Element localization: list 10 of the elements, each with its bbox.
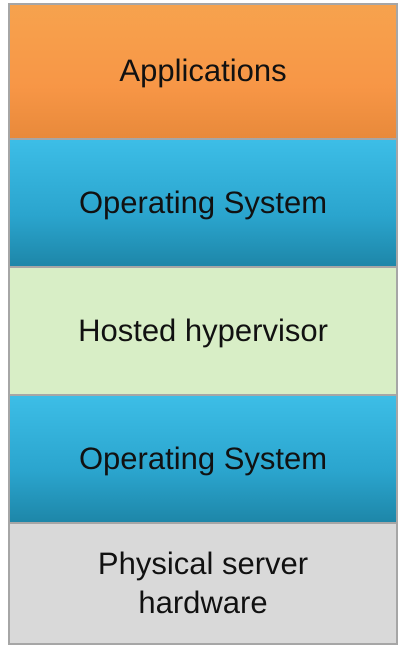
layer-label: Operating System xyxy=(78,440,328,478)
application-layer xyxy=(10,5,396,138)
operating-system-layer xyxy=(10,396,396,522)
layer-label: Operating System xyxy=(78,184,328,222)
layer-label: Physical server hardware xyxy=(96,544,310,622)
operating-system-layer xyxy=(10,140,396,266)
hardware-layer xyxy=(10,524,396,643)
layer-label: Hosted hypervisor xyxy=(77,312,329,350)
hypervisor-layer xyxy=(10,268,396,394)
layer-label: Applications xyxy=(118,52,288,90)
